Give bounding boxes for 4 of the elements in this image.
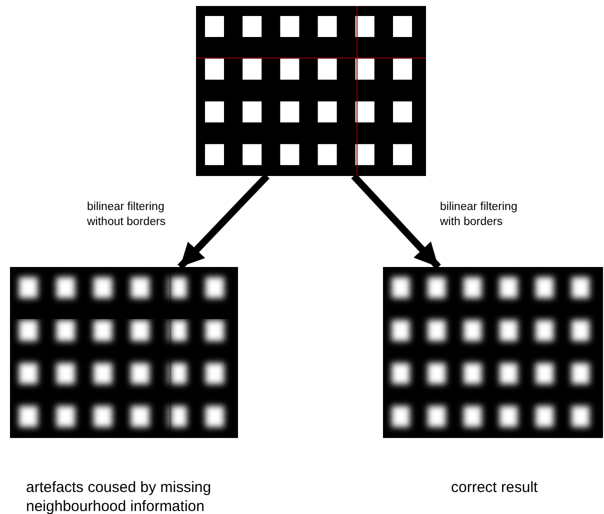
arrow <box>178 174 270 270</box>
arrow <box>351 174 441 270</box>
caption-text: artefacts coused by missing neighbourhood information <box>26 478 212 514</box>
caption-text: correct result <box>451 478 538 497</box>
